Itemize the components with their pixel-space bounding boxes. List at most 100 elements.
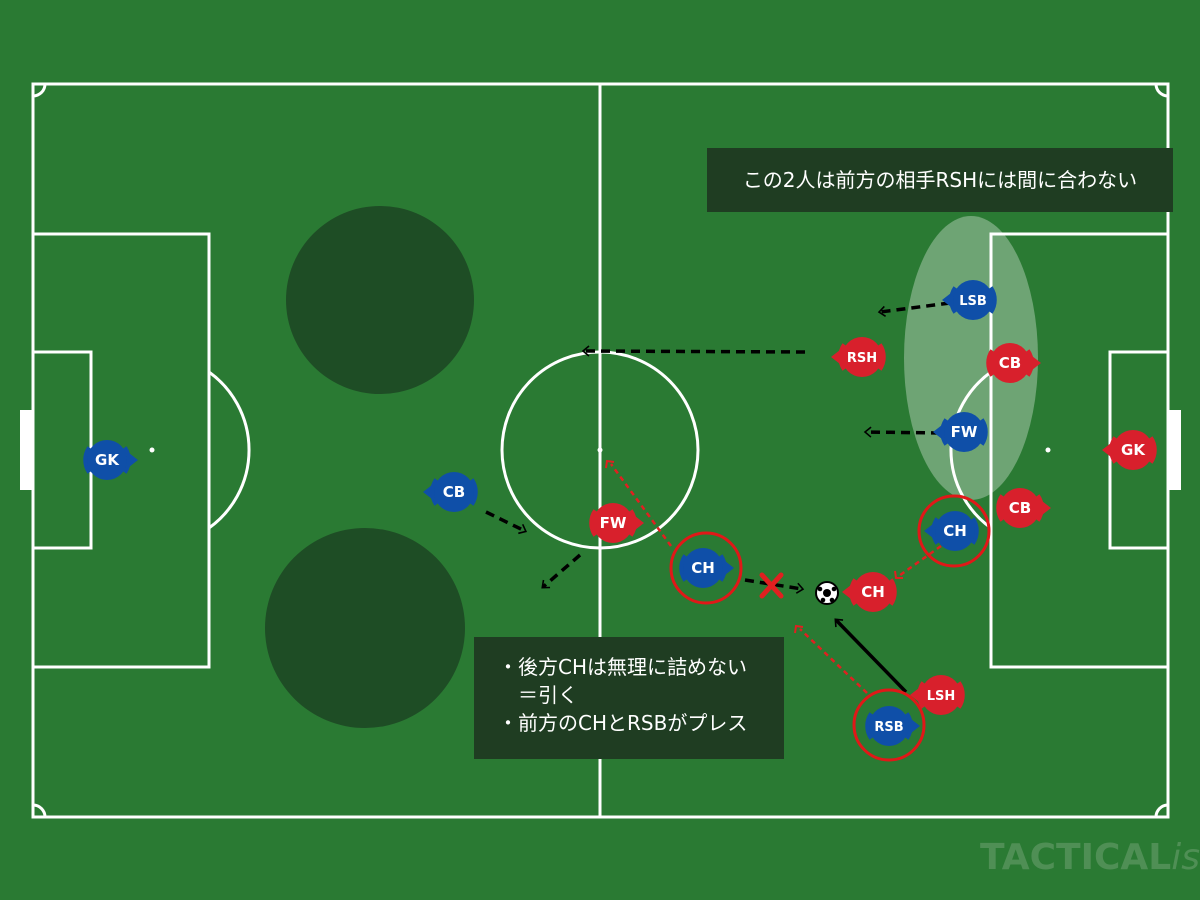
player-blue-ch[interactable]: CH	[679, 548, 734, 588]
player-arm-icon	[986, 349, 996, 377]
player-blue-ch2[interactable]: CH	[924, 511, 979, 551]
center-spot	[597, 447, 603, 453]
player-label: RSB	[874, 720, 903, 735]
player-label: CH	[861, 583, 885, 601]
player-red-fw[interactable]: FW	[589, 503, 644, 543]
ring-blue-ch2	[917, 494, 991, 568]
player-body	[935, 511, 975, 551]
brand-name: TACTICAL	[980, 837, 1172, 878]
player-red-ch[interactable]: CH	[842, 572, 897, 612]
player-red-rsh[interactable]: RSH	[831, 337, 886, 377]
player-arm-icon	[931, 517, 941, 545]
player-body	[593, 503, 633, 543]
pass-lsh-back	[799, 628, 868, 694]
player-body	[921, 675, 961, 715]
player-body	[944, 412, 984, 452]
player-arm-icon	[589, 509, 599, 537]
player-blue-fw[interactable]: FW	[933, 412, 988, 452]
player-red-cb2[interactable]: CB	[996, 488, 1051, 528]
player-body	[990, 343, 1030, 383]
player-body	[683, 548, 723, 588]
arrow-rsh	[581, 345, 806, 357]
annotation-line-1: ・後方CHは無理に詰めない	[498, 655, 748, 679]
player-label: FW	[951, 423, 978, 441]
player-blue-lsb[interactable]: LSB	[942, 280, 997, 320]
player-arm-icon	[917, 681, 927, 709]
player-arm-icon	[1147, 436, 1157, 464]
player-label: LSB	[959, 294, 987, 309]
arrow-ch-blocked	[744, 578, 805, 594]
player-arm-icon	[468, 478, 478, 506]
press-rings	[669, 494, 991, 762]
player-arm-icon	[996, 494, 1006, 522]
player-blue-cb[interactable]: CB	[423, 472, 478, 512]
player-red-lsh[interactable]: LSH	[910, 675, 965, 715]
facing-arrow-icon	[725, 561, 734, 575]
player-blue-rsb[interactable]: RSB	[865, 706, 920, 746]
player-arm-icon	[717, 554, 727, 582]
facing-arrow-icon	[129, 453, 138, 467]
shaded-zone-bottom	[265, 528, 465, 728]
player-body	[853, 572, 893, 612]
player-label: CB	[443, 483, 465, 501]
pass-cb-to-ch	[895, 544, 942, 580]
arrow-blue-cb	[485, 510, 528, 535]
ring-blue-ch	[669, 531, 743, 605]
brand-watermark: TACTICALista	[980, 837, 1200, 878]
facing-arrow-icon	[910, 688, 919, 702]
player-arm-icon	[940, 418, 950, 446]
player-arm-icon	[987, 286, 997, 314]
player-blue-gk[interactable]: GK	[83, 440, 138, 480]
player-arm-icon	[887, 578, 897, 606]
player-label: GK	[95, 451, 120, 469]
player-body	[434, 472, 474, 512]
player-arm-icon	[955, 681, 965, 709]
player-label: CH	[943, 522, 967, 540]
player-arm-icon	[969, 517, 979, 545]
facing-arrow-icon	[635, 516, 644, 530]
player-label: LSH	[927, 689, 956, 704]
annotation-top-text: この2人は前方の相手RSHには間に合わない	[742, 168, 1138, 192]
arrow-lsb	[877, 301, 951, 317]
player-arm-icon	[121, 446, 131, 474]
pass-ch-to-fw	[609, 463, 673, 547]
player-red-gk[interactable]: GK	[1102, 430, 1157, 470]
facing-arrow-icon	[1102, 443, 1111, 457]
facing-arrow-icon	[924, 524, 933, 538]
player-arm-icon	[838, 343, 848, 371]
pass-arrowhead-2	[894, 570, 903, 579]
player-red-cb1[interactable]: CB	[986, 343, 1041, 383]
player-arm-icon	[849, 578, 859, 606]
pass-arrowhead-3	[794, 624, 804, 634]
arrow-rsb-press	[834, 618, 908, 694]
pass-lines	[609, 463, 942, 694]
player-body	[953, 280, 993, 320]
player-body	[87, 440, 127, 480]
player-label: CH	[691, 559, 715, 577]
annotation-line-3: ・前方のCHとRSBがプレス	[498, 711, 748, 735]
shaded-zone-top	[286, 206, 474, 394]
blocked-cross-icon	[759, 572, 784, 599]
player-arm-icon	[679, 554, 689, 582]
player-arm-icon	[1024, 349, 1034, 377]
player-arm-icon	[1109, 436, 1119, 464]
player-body	[869, 706, 909, 746]
facing-arrow-icon	[1042, 501, 1051, 515]
penalty-spot-left	[149, 447, 155, 453]
facing-arrow-icon	[942, 293, 951, 307]
player-label: FW	[600, 514, 627, 532]
facing-arrow-icon	[423, 485, 432, 499]
players-layer: GK CB CH LSB FW CH RSB GK CB CB RSH FW CH LSH	[83, 280, 1157, 746]
player-arm-icon	[865, 712, 875, 740]
brand-suffix: ista	[1171, 837, 1200, 878]
player-label: CB	[999, 354, 1021, 372]
player-arm-icon	[978, 418, 988, 446]
player-body	[842, 337, 882, 377]
annotation-bottom: ・後方CHは無理に詰めない ＝引く ・前方のCHとRSBがプレス	[474, 637, 784, 759]
annotation-line-2: ＝引く	[498, 683, 578, 707]
facing-arrow-icon	[933, 425, 942, 439]
player-label: RSH	[847, 351, 877, 366]
player-arm-icon	[1034, 494, 1044, 522]
